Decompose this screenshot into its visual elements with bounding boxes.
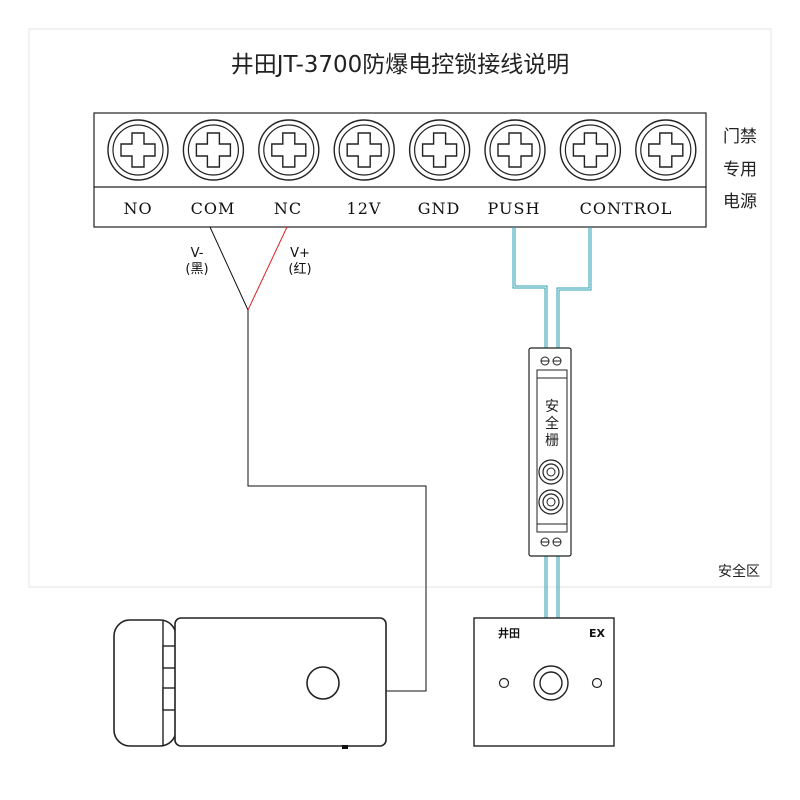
push-wire-outer <box>512 227 546 356</box>
terminal-screw-4 <box>333 119 395 181</box>
push-button-inner <box>539 671 563 695</box>
barrier-top-screw-left <box>540 356 550 366</box>
control-wire-inner <box>558 227 592 356</box>
power-label-line-2: 专用 <box>723 160 757 180</box>
lock-body <box>174 617 387 747</box>
lock-handle-plate <box>113 619 177 747</box>
terminal-screw-5 <box>408 119 471 181</box>
barrier-top-screw-right <box>552 356 562 366</box>
button-hole-right <box>591 677 603 689</box>
terminal-label-control: CONTROL <box>580 199 673 218</box>
barrier-bottom-screw-right <box>552 537 562 547</box>
safe-zone-frame <box>28 28 772 588</box>
terminal-screw-6 <box>484 119 546 181</box>
signal-wires <box>512 227 592 618</box>
terminal-screw-1 <box>107 119 169 181</box>
terminal-label-push: PUSH <box>488 199 541 218</box>
terminal-screw-7 <box>559 119 622 181</box>
power-supply-label: 门禁 专用 电源 <box>723 127 757 212</box>
wire-minus-color-label: (黑) <box>185 262 208 277</box>
exit-button-box: 井田 EX <box>473 617 615 747</box>
wire-bundle <box>247 310 427 692</box>
lock-power-wires: V- (黑) V+ (红) <box>185 226 427 692</box>
wire-minus <box>209 226 249 311</box>
barrier-label-3: 栅 <box>545 433 559 449</box>
button-hole-left <box>498 677 510 689</box>
terminal-label-com: COM <box>191 199 236 218</box>
lock-foot <box>342 745 348 749</box>
button-brand: 井田 <box>498 626 520 640</box>
barrier-knob-upper <box>538 459 564 485</box>
terminal-screw-8 <box>635 119 697 181</box>
terminal-screw-3 <box>258 119 320 181</box>
safety-barrier: 安 全 栅 <box>528 347 572 557</box>
barrier-knob-lower <box>538 489 564 515</box>
safe-zone-label: 安全区 <box>718 563 760 580</box>
barrier-label-1: 安 <box>545 399 559 415</box>
button-model: EX <box>589 627 606 640</box>
terminal-label-nc: NC <box>274 199 302 218</box>
terminal-block: NO COM NC 12V GND PUSH CONTROL <box>93 112 707 228</box>
lock-keyhole <box>306 666 340 700</box>
wire-plus <box>247 226 288 311</box>
terminal-label-no: NO <box>123 199 152 218</box>
wire-minus-label: V- <box>191 246 204 261</box>
terminal-screw-2 <box>182 119 245 181</box>
wire-plus-label: V+ <box>290 246 310 261</box>
barrier-bottom-screw-left <box>540 537 550 547</box>
electric-lock <box>113 617 387 749</box>
barrier-label-2: 全 <box>545 415 559 432</box>
control-wire-outer <box>556 227 590 356</box>
push-wire-inner <box>514 227 548 356</box>
power-label-line-3: 电源 <box>723 192 757 212</box>
wire-plus-color-label: (红) <box>288 261 311 277</box>
terminal-label-gnd: GND <box>418 199 461 218</box>
diagram-title: 井田JT-3700防爆电控锁接线说明 <box>231 52 570 78</box>
power-label-line-1: 门禁 <box>723 127 757 147</box>
terminal-label-12v: 12V <box>347 199 382 218</box>
